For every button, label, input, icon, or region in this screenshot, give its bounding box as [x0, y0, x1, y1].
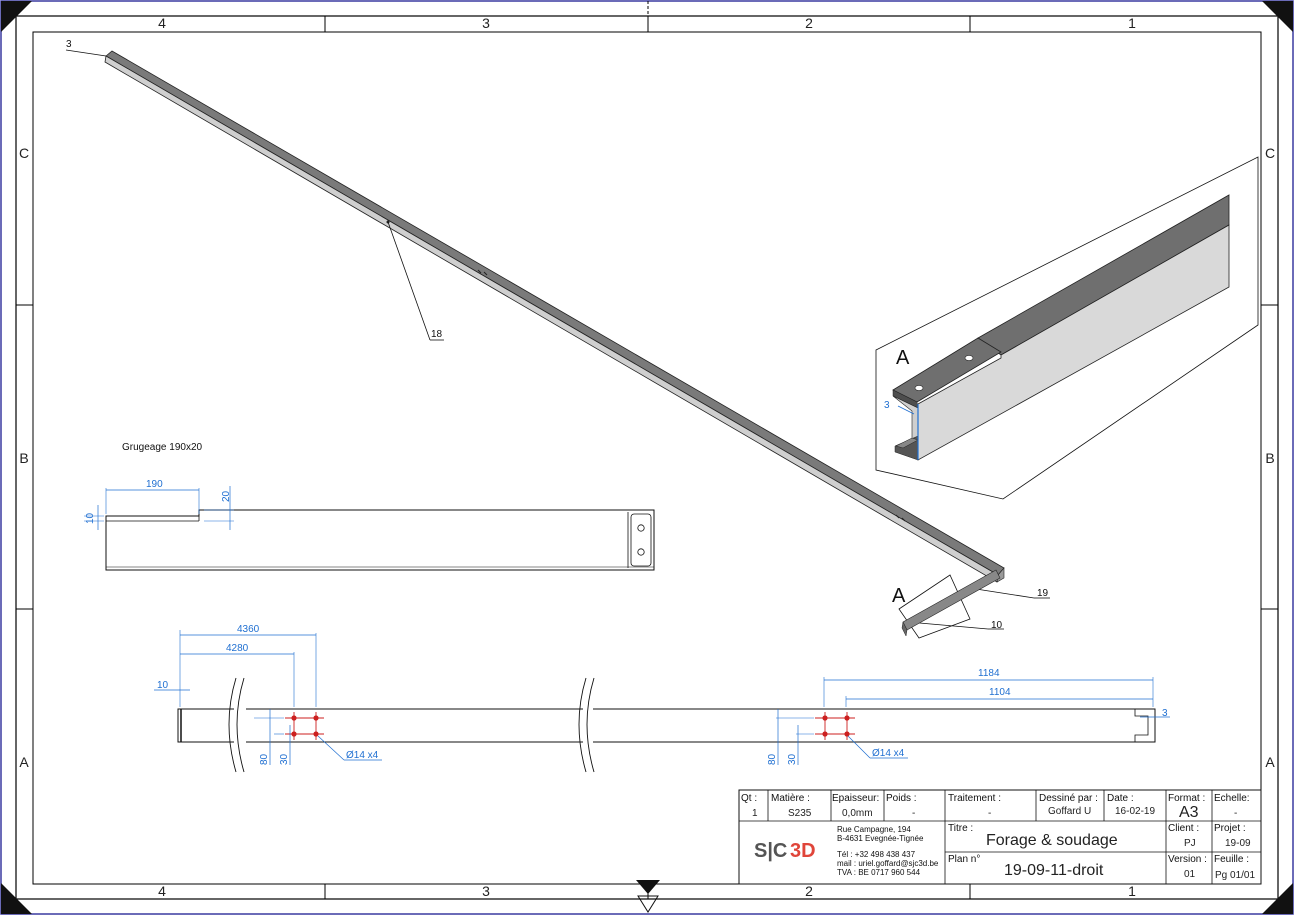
drawn-label: Dessiné par : [1039, 793, 1098, 804]
dim-4280: 4280 [226, 643, 249, 654]
hole-group-right [815, 712, 855, 740]
isometric-beam [104, 50, 1005, 624]
svg-text:10: 10 [991, 620, 1003, 631]
title-block: Qt : 1 Matière : S235 Epaisseur: 0,0mm P… [738, 789, 1262, 885]
notch-edge-dim: 10 [85, 512, 96, 524]
detail-thickness-dim: 3 [884, 400, 890, 411]
hole-callout-left: Ø14 x4 [346, 750, 379, 761]
format-label: Format : [1168, 793, 1205, 804]
drawn-value: Goffard U [1048, 806, 1091, 817]
grid-col-label: 3 [482, 15, 490, 31]
grid-col-label: 2 [805, 15, 813, 31]
grid-col-label: 2 [805, 883, 813, 899]
hole-callout-right: Ø14 x4 [872, 748, 905, 759]
notch-view: Grugeage 190x20 190 20 10 [84, 442, 655, 571]
grid-col-label: 3 [482, 883, 490, 899]
dim-30-right: 30 [787, 753, 798, 765]
grid-labels: 4 3 2 1 4 3 2 1 C B A C B A [19, 15, 1275, 899]
company-address-line1: Rue Campagne, 194 [837, 825, 911, 834]
company-vat: TVA : BE 0717 960 544 [837, 868, 921, 877]
company-email: mail : uriel.goffard@sjc3d.be [837, 859, 939, 868]
detail-ref-label: A [892, 585, 906, 607]
client-value: PJ [1184, 838, 1196, 849]
treatment-label: Traitement : [948, 793, 1001, 804]
grid-col-label: 1 [1128, 15, 1136, 31]
svg-text:3: 3 [66, 39, 72, 50]
detail-view-a: A 3 [875, 156, 1259, 500]
detail-view-label: A [896, 347, 910, 369]
weight-label: Poids : [886, 793, 917, 804]
version-label: Version : [1168, 854, 1207, 865]
scale-value: - [1234, 808, 1237, 819]
material-value: S235 [788, 808, 812, 819]
dim-80-right: 80 [767, 753, 778, 765]
front-view: 4360 4280 10 80 30 Ø14 x4 1184 1104 3 80… [154, 624, 1170, 773]
thickness-value: 0,0mm [842, 808, 873, 819]
notch-note: Grugeage 190x20 [122, 442, 203, 453]
sheet-label: Feuille : [1214, 854, 1249, 865]
dim-4360: 4360 [237, 624, 260, 635]
company-phone: Tél : +32 498 438 437 [837, 850, 916, 859]
grid-col-label: 4 [158, 15, 166, 31]
material-label: Matière : [771, 793, 810, 804]
grid-row-label: C [19, 145, 29, 161]
project-label: Projet : [1214, 823, 1246, 834]
hole-group-left [285, 712, 324, 740]
treatment-value: - [988, 808, 991, 819]
company-logo: S|C 3D [754, 840, 816, 862]
version-value: 01 [1184, 869, 1196, 880]
grid-row-label: A [19, 754, 29, 770]
thickness-label: Epaisseur: [832, 793, 879, 804]
plan-number: 19-09-11-droit [1004, 862, 1104, 879]
balloon-3: 3 [65, 39, 107, 57]
grid-row-label: B [1265, 450, 1274, 466]
svg-text:19: 19 [1037, 588, 1049, 599]
dim-80-left: 80 [259, 753, 270, 765]
grid-col-label: 1 [1128, 883, 1136, 899]
svg-text:S|C: S|C [754, 840, 787, 862]
notch-length-dim: 190 [146, 479, 163, 490]
grid-row-label: C [1265, 145, 1275, 161]
date-value: 16-02-19 [1115, 806, 1155, 817]
project-value: 19-09 [1225, 838, 1251, 849]
weight-value: - [912, 808, 915, 819]
detail-reference-box: A [892, 569, 1001, 639]
dim-3-right: 3 [1162, 708, 1168, 719]
format-value: A3 [1179, 804, 1199, 821]
title-label: Titre : [948, 823, 973, 834]
grid-row-label: B [19, 450, 28, 466]
date-label: Date : [1107, 793, 1134, 804]
plan-label: Plan n° [948, 854, 980, 865]
svg-text:3D: 3D [790, 840, 816, 862]
dim-1184: 1184 [978, 668, 1000, 679]
notch-depth-dim: 20 [221, 490, 232, 502]
drawing-title: Forage & soudage [986, 832, 1118, 849]
balloon-10: 10 [907, 620, 1004, 631]
balloon-18: 18 [387, 221, 444, 341]
scale-label: Echelle: [1214, 793, 1250, 804]
grid-col-label: 4 [158, 883, 166, 899]
dim-30-left: 30 [279, 753, 290, 765]
qty-value: 1 [752, 808, 758, 819]
company-address-line2: B-4631 Evegnée-Tignée [837, 834, 924, 843]
dim-1104: 1104 [989, 687, 1011, 698]
client-label: Client : [1168, 823, 1199, 834]
svg-text:18: 18 [431, 329, 443, 340]
balloon-19: 19 [975, 588, 1050, 599]
dim-10: 10 [157, 680, 169, 691]
grid-row-label: A [1265, 754, 1275, 770]
sheet-value: Pg 01/01 [1215, 870, 1255, 881]
qty-label: Qt : [741, 793, 757, 804]
